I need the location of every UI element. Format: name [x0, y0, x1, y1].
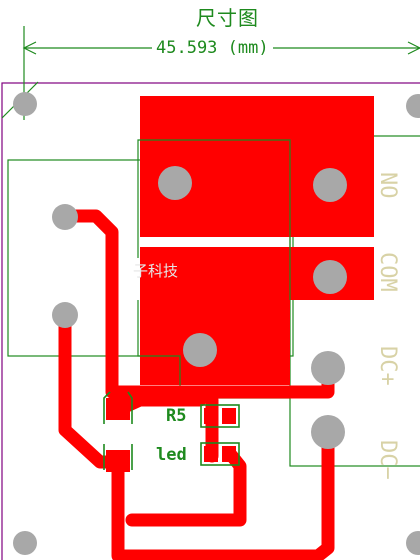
- pad-r5-right: [222, 408, 236, 424]
- relay-coil-pin-top: [52, 204, 78, 230]
- terminal-dc-minus: [311, 415, 345, 449]
- pin-label-no: NO: [375, 172, 400, 199]
- pad-led-right: [222, 446, 236, 462]
- r5-outline: [200, 404, 240, 428]
- relay-pin-com-bottom: [183, 333, 217, 367]
- page-title: 尺寸图: [196, 6, 259, 30]
- pad-r5-left: [204, 408, 218, 424]
- trace-r5-up: [111, 393, 207, 417]
- dimension-label: 45.593 (mm): [152, 38, 273, 58]
- copper-pour-no: [140, 96, 374, 237]
- relay-pin-com-right: [313, 260, 347, 294]
- terminal-dc-plus: [311, 351, 345, 385]
- mount-hole-bottom-left: [13, 531, 37, 555]
- pad-d1-top: [106, 398, 130, 420]
- watermark: 子科技: [133, 262, 179, 280]
- pad-led-left: [204, 446, 218, 462]
- pad-d1-bottom: [106, 450, 130, 472]
- relay-inner-outline: [137, 139, 291, 300]
- label-r5: R5: [166, 406, 187, 426]
- label-led: led: [156, 445, 187, 465]
- mount-hole-top-right: [406, 94, 420, 118]
- d1-outline: [103, 391, 133, 470]
- pin-label-com: COM: [375, 252, 400, 292]
- dimension-arrow-left: [22, 41, 37, 55]
- relay-pin-no-left: [158, 166, 192, 200]
- relay-coil-pin-bottom: [52, 302, 78, 328]
- trace-coil-left: [58, 209, 335, 399]
- trace-led-dcminus: [111, 425, 335, 560]
- mount-hole-bottom-right: [406, 531, 420, 555]
- pin-label-dc-minus: DC−: [375, 440, 400, 480]
- led-outline: [200, 442, 240, 466]
- dimension-arrow-right: [407, 41, 420, 55]
- pin-label-dc-plus: DC+: [375, 346, 400, 386]
- board-outline: [1, 82, 420, 560]
- mount-hole-top-left: [13, 92, 37, 116]
- relay-pin-no-right: [313, 168, 347, 202]
